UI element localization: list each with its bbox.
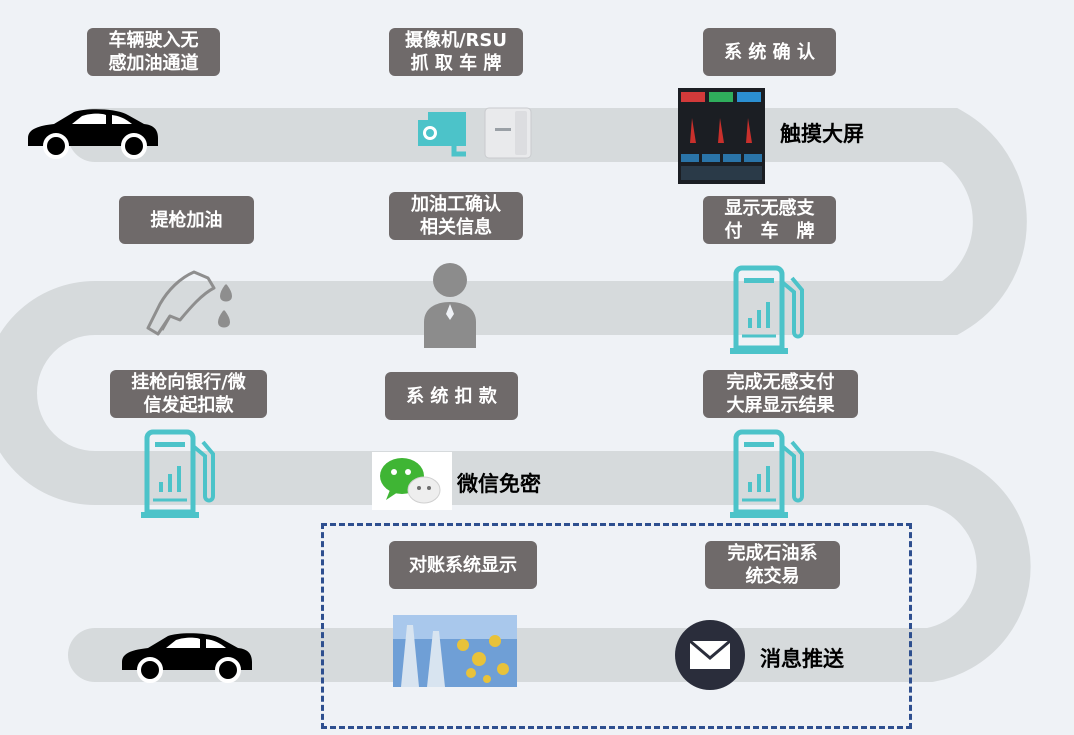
- person-icon: [424, 263, 476, 348]
- step-complete-pay-label: 完成无感支付 大屏显示结果: [703, 370, 858, 418]
- dashed-region: [321, 523, 912, 729]
- message-label: 消息推送: [760, 647, 844, 671]
- money-icon: [393, 615, 517, 687]
- fuel-pump-icon: [730, 265, 804, 354]
- camera-icon: [418, 112, 466, 157]
- step-worker-confirm-label: 加油工确认 相关信息: [389, 192, 523, 240]
- step-petro-done-label: 完成石油系 统交易: [705, 541, 840, 589]
- touch-screen-icon: [678, 88, 765, 184]
- rsu-device-icon: [484, 107, 532, 159]
- step-enter-label: 车辆驶入无 感加油通道: [87, 28, 220, 76]
- fuel-pump-icon: [141, 429, 215, 518]
- road-path: [0, 108, 1031, 682]
- step-reconcile-label: 对账系统显示: [389, 541, 537, 589]
- fuel-nozzle-icon: [146, 270, 232, 336]
- car-icon: [28, 109, 158, 159]
- step-nozzle-label: 提枪加油: [119, 196, 254, 244]
- step-deduct-label: 系 统 扣 款: [385, 372, 518, 420]
- car-icon: [122, 633, 252, 683]
- fuel-pump-icon: [730, 429, 804, 518]
- step-hang-nozzle-label: 挂枪向银行/微 信发起扣款: [110, 370, 267, 418]
- mail-icon: [675, 620, 745, 690]
- step-capture-label: 摄像机/RSU 抓 取 车 牌: [389, 28, 523, 76]
- step-confirm-label: 系 统 确 认: [703, 28, 836, 76]
- step-show-plate-label: 显示无感支 付 车 牌: [703, 196, 836, 244]
- wechat-icon: [372, 452, 452, 510]
- wechat-label: 微信免密: [457, 472, 541, 496]
- touch-screen-label: 触摸大屏: [780, 122, 864, 146]
